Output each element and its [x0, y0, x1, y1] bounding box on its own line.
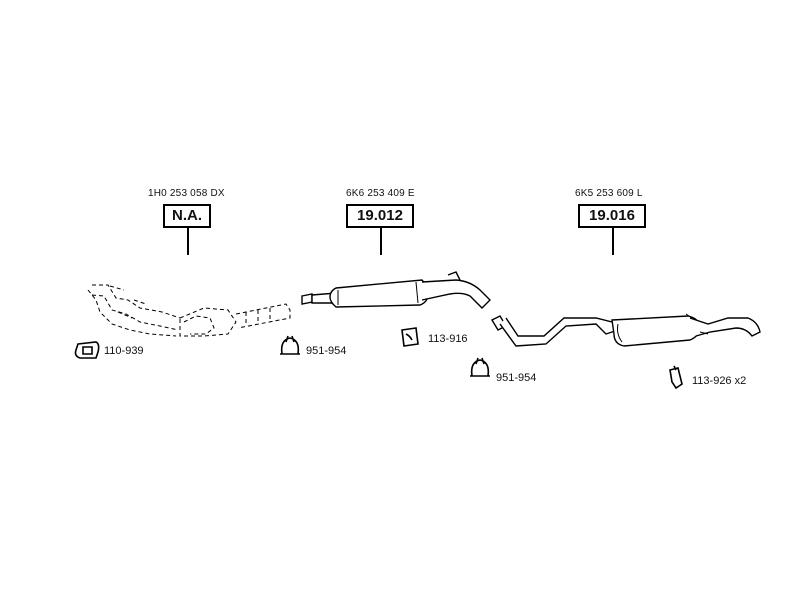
- callout-line-rear-silencer: [612, 228, 614, 255]
- callout-line-front-pipe: [187, 228, 189, 255]
- accessory-label-hanger[interactable]: 113-926 x2: [692, 375, 747, 387]
- clamp-icon: [470, 357, 490, 377]
- center-silencer-drawing: [301, 271, 491, 309]
- part-code-box-front-pipe[interactable]: N.A.: [163, 204, 211, 228]
- callout-line-center-silencer: [380, 228, 382, 255]
- oe-number-center-silencer: 6K6 253 409 E: [346, 188, 415, 199]
- rubber-mount-icon: [401, 327, 419, 347]
- accessory-label-rubber-mount[interactable]: 113-916: [428, 333, 468, 345]
- front-pipe-catalyst-drawing: [87, 284, 291, 337]
- gasket-icon: [74, 341, 100, 359]
- part-code-box-rear-silencer[interactable]: 19.016: [578, 204, 646, 228]
- oe-number-front-pipe: 1H0 253 058 DX: [148, 188, 225, 199]
- accessory-label-gasket[interactable]: 110-939: [104, 345, 144, 357]
- rear-silencer-drawing: [491, 313, 761, 347]
- hanger-icon: [669, 365, 683, 390]
- oe-number-rear-silencer: 6K5 253 609 L: [575, 188, 643, 199]
- clamp-icon: [280, 335, 300, 355]
- accessory-label-clamp-1[interactable]: 951-954: [306, 345, 347, 357]
- accessory-label-clamp-2[interactable]: 951-954: [496, 372, 537, 384]
- part-code-box-center-silencer[interactable]: 19.012: [346, 204, 414, 228]
